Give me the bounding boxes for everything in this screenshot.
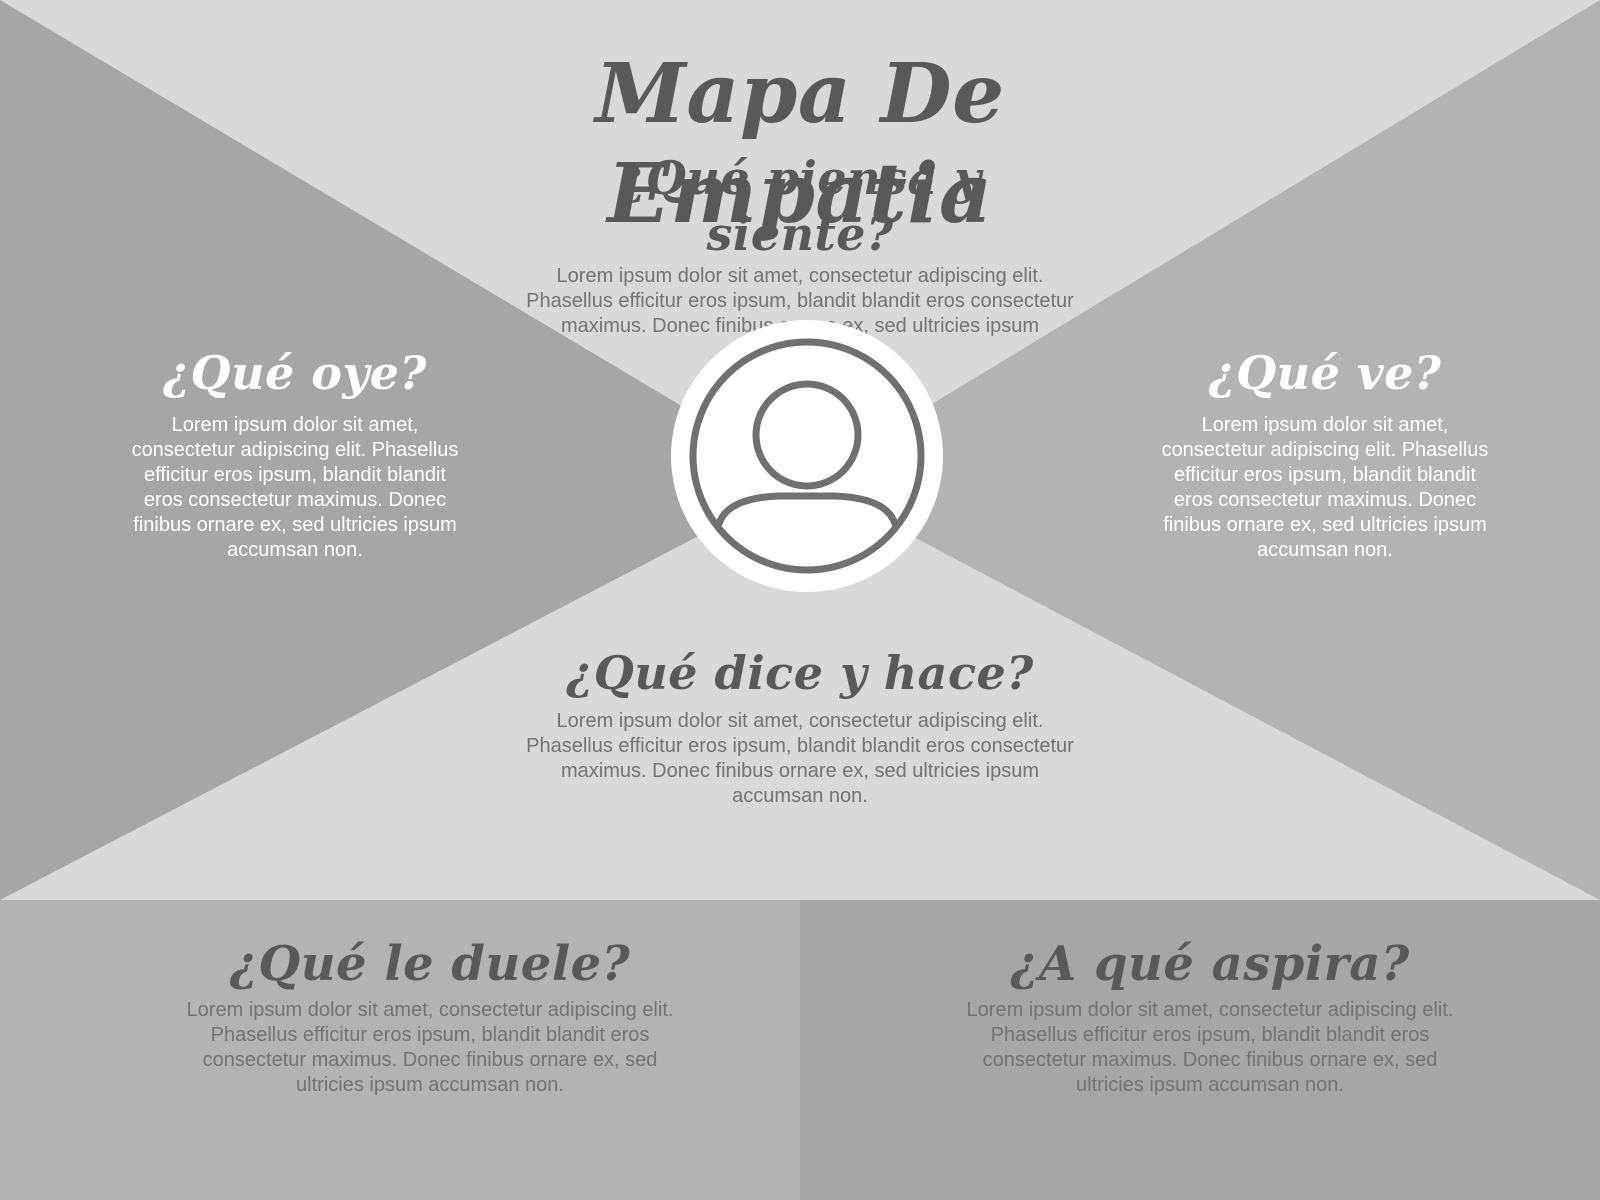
left-triangle-panel <box>0 0 806 900</box>
bottom-left-panel <box>0 900 800 1200</box>
section-hear: ¿Qué oye? Lorem ipsum dolor sit amet, co… <box>130 345 460 563</box>
section-see: ¿Qué ve? Lorem ipsum dolor sit amet, con… <box>1160 345 1490 563</box>
section-heading: ¿Qué dice y hace? <box>566 646 1034 700</box>
section-gain: ¿A qué aspira? Lorem ipsum dolor sit ame… <box>960 935 1460 1098</box>
section-body: Lorem ipsum dolor sit amet, consectetur … <box>1161 414 1489 561</box>
page-title: Mapa De Empatia <box>595 46 1005 242</box>
right-triangle-panel <box>806 0 1600 900</box>
section-heading: ¿Qué le duele? <box>229 936 631 992</box>
section-body: Lorem ipsum dolor sit amet, consectetur … <box>186 999 674 1096</box>
section-body: Lorem ipsum dolor sit amet, consectetur … <box>131 414 459 561</box>
section-heading: ¿Qué oye? <box>163 346 427 400</box>
section-pain: ¿Qué le duele? Lorem ipsum dolor sit ame… <box>180 935 680 1098</box>
section-heading: ¿Qué piensa y siente? <box>618 151 982 261</box>
section-body: Lorem ipsum dolor sit amet, consectetur … <box>526 710 1074 807</box>
section-say-do: ¿Qué dice y hace? Lorem ipsum dolor sit … <box>520 645 1080 809</box>
section-heading: ¿A qué aspira? <box>1010 936 1410 992</box>
user-avatar-icon <box>671 320 943 592</box>
section-heading: ¿Qué ve? <box>1208 346 1442 400</box>
bottom-right-panel <box>800 900 1600 1200</box>
section-body: Lorem ipsum dolor sit amet, consectetur … <box>966 999 1454 1096</box>
